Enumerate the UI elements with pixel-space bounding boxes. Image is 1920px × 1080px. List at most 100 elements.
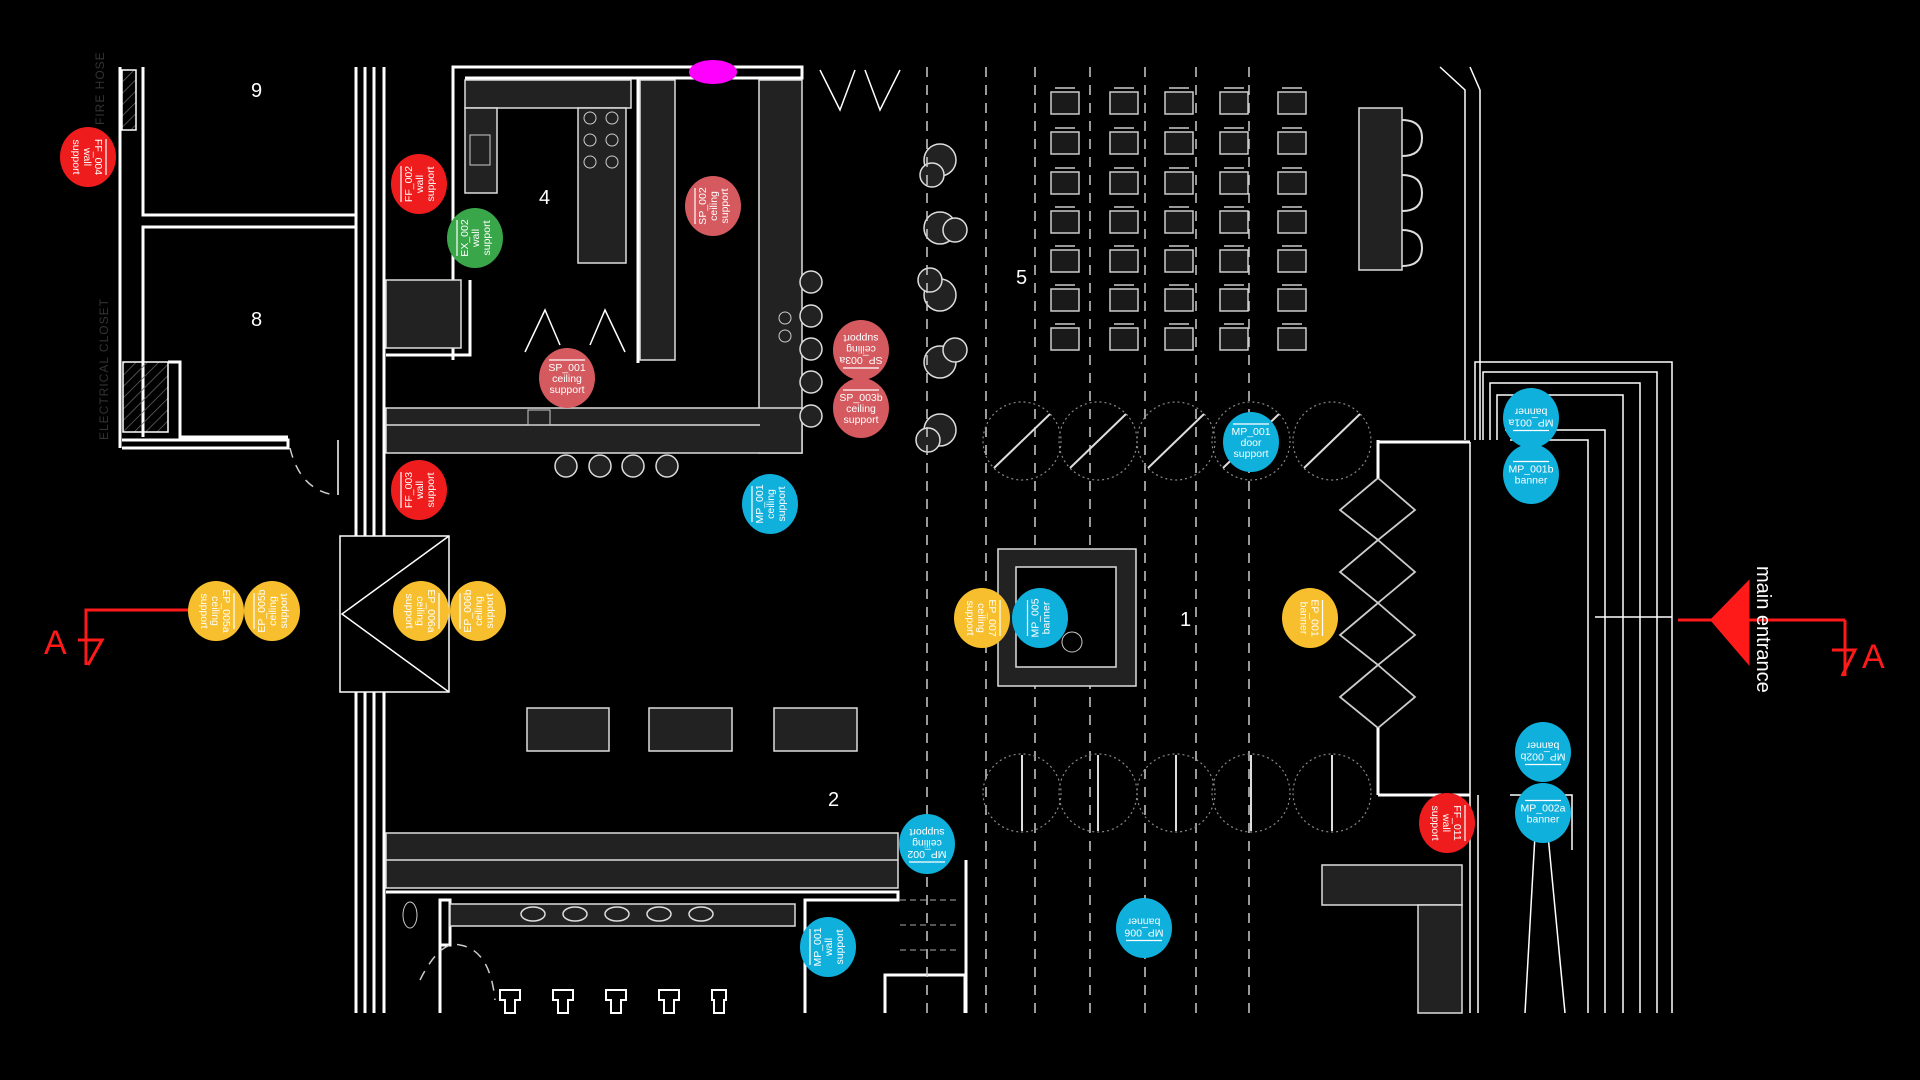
marker-description: banner: [1298, 602, 1310, 635]
chair: [1109, 127, 1139, 155]
marker-badge: [1116, 898, 1172, 958]
revolving-door: [1292, 401, 1372, 481]
chair: [1277, 127, 1307, 155]
marker-badge: [833, 378, 889, 438]
revolving-door: [1058, 401, 1138, 481]
marker-description: wall: [470, 229, 482, 248]
section-label-left: A: [44, 624, 67, 662]
marker-id: FF_002: [403, 166, 415, 202]
marker-id: MP_002b: [1520, 751, 1565, 763]
electrical-closet-label: ELECTRICAL CLOSET: [97, 298, 111, 440]
chair: [1277, 206, 1307, 234]
marker-description: ceiling: [765, 489, 777, 519]
marker-badge: [60, 127, 116, 187]
marker-description: support: [834, 929, 846, 964]
marker-id: MP_001: [754, 484, 766, 523]
chair: [1050, 87, 1080, 115]
room-number: 9: [251, 80, 262, 102]
chair: [1219, 206, 1249, 234]
marker-description: support: [964, 600, 976, 635]
marker-description: support: [198, 593, 210, 628]
marker-description: support: [909, 826, 944, 838]
marker-description: support: [484, 593, 496, 628]
revolving-door: [1211, 753, 1291, 833]
marker-description: wall: [1440, 813, 1452, 832]
folding-partition: [1338, 440, 1470, 797]
marker-description: support: [70, 139, 82, 174]
marker-badge: [742, 474, 798, 534]
marker-badge: [450, 581, 506, 641]
marker-description: ceiling: [912, 837, 942, 849]
marker-description: ceiling: [267, 596, 279, 626]
marker-badge: [539, 348, 595, 408]
chair: [1050, 127, 1080, 155]
marker-badge: [685, 176, 741, 236]
marker-badge: [447, 208, 503, 268]
room-number: 8: [251, 309, 262, 331]
auditorium-seating: [1050, 87, 1307, 351]
section-marker-right: [1678, 579, 1858, 677]
bar-area: [385, 707, 968, 1014]
chair: [1050, 323, 1080, 351]
room-number: 4: [539, 187, 550, 209]
chair: [1050, 206, 1080, 234]
marker-id: MP_005: [1030, 598, 1042, 637]
marker-id: SP_003a: [839, 354, 882, 366]
high-table: [1358, 107, 1403, 271]
fire-hose-label: FIRE HOSE: [93, 51, 107, 125]
magenta-marker: [689, 60, 737, 84]
section-marker-left: [78, 608, 190, 666]
marker-badge: [244, 581, 300, 641]
chair: [1164, 284, 1194, 312]
left-rooms: [118, 67, 355, 496]
marker-id: MP_002a: [1521, 803, 1566, 815]
marker-badge: [899, 814, 955, 874]
marker-id: EP_001: [1309, 599, 1321, 637]
marker-description: wall: [414, 175, 426, 194]
marker-badge: [1515, 783, 1571, 843]
marker-id: EP_007: [986, 599, 998, 637]
marker-badge: [1515, 722, 1571, 782]
marker-id: MP_002: [907, 848, 946, 860]
marker-id: FF_003: [403, 472, 415, 508]
revolving-door: [1292, 753, 1372, 833]
marker-id: MP_006: [1124, 927, 1163, 939]
marker-description: banner: [1527, 814, 1560, 826]
chair: [1277, 323, 1307, 351]
marker-description: support: [278, 593, 290, 628]
section-label-right: A: [1862, 638, 1885, 676]
chair: [1050, 167, 1080, 195]
marker-id: EP_005a: [220, 589, 232, 632]
revolving-door: [982, 401, 1062, 481]
chair: [1109, 245, 1139, 273]
marker-id: MP_001b: [1509, 464, 1554, 476]
revolving-door: [1058, 753, 1138, 833]
marker-description: door: [1240, 437, 1262, 449]
